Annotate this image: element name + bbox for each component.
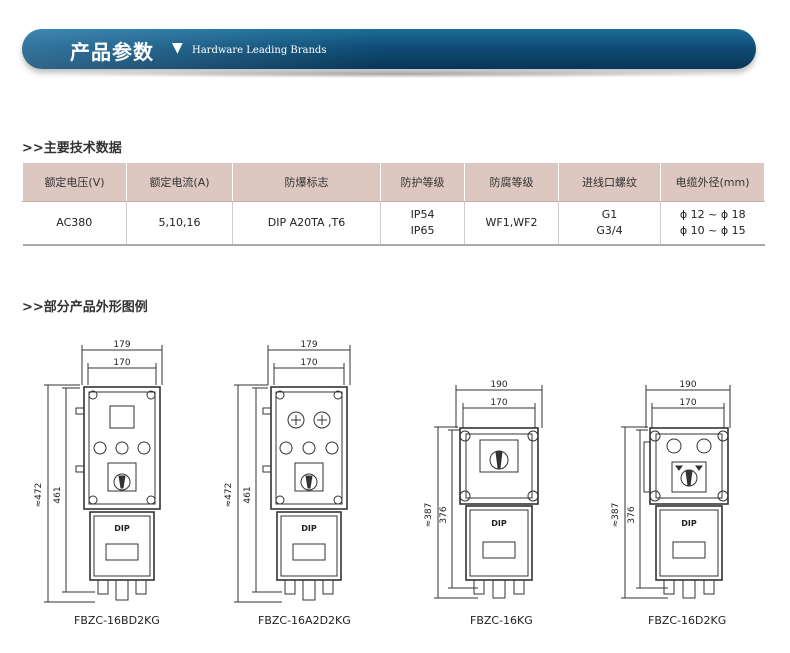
nameplate-label: DIP xyxy=(114,524,130,533)
dim-total-height: ≈472 xyxy=(224,483,234,508)
banner-highlight xyxy=(22,29,382,69)
dim-total-height: ≈387 xyxy=(424,503,434,528)
dim-inner-width: 170 xyxy=(113,358,130,368)
header-explosion-mark: 防爆标志 xyxy=(232,162,381,202)
spec-table: 额定电压(V) 额定电流(A) 防爆标志 防护等级 防腐等级 进线口螺纹 电缆外… xyxy=(22,162,765,246)
model-label: FBZC-16KG xyxy=(470,614,533,627)
dim-body-height: 376 xyxy=(439,506,449,523)
banner-title: 产品参数 xyxy=(70,40,154,64)
title-banner xyxy=(22,29,756,69)
banner-subtitle: Hardware Leading Brands xyxy=(192,45,327,56)
section-title-outline: >>部分产品外形图例 xyxy=(22,300,148,315)
dim-body-height: 461 xyxy=(53,486,63,503)
header-thread: 进线口螺纹 xyxy=(558,162,661,202)
dim-body-height: 461 xyxy=(243,486,253,503)
table-row: AC380 5,10,16 DIP A20TA ,T6 IP54 IP65 WF… xyxy=(22,201,765,246)
dim-total-height: ≈387 xyxy=(611,503,621,528)
dim-inner-width: 170 xyxy=(679,398,696,408)
header-protection: 防护等级 xyxy=(380,162,465,202)
dim-top-width: 190 xyxy=(679,380,696,390)
header-current: 额定电流(A) xyxy=(126,162,233,202)
cell-thread-line: G1 xyxy=(601,208,618,221)
cell-thread: G1 G3/4 xyxy=(558,201,661,246)
header-anticorrosion: 防腐等级 xyxy=(464,162,559,202)
drawing-fbzc-16kg: 190 170 ≈387 376 DIP xyxy=(424,380,543,599)
nameplate-label: DIP xyxy=(491,519,507,528)
dim-top-width: 179 xyxy=(113,340,130,350)
dim-inner-width: 170 xyxy=(300,358,317,368)
nameplate-label: DIP xyxy=(301,524,317,533)
model-label: FBZC-16A2D2KG xyxy=(258,614,351,627)
cell-cable-line: ϕ 10 ~ ϕ 15 xyxy=(679,224,746,237)
cell-current: 5,10,16 xyxy=(126,201,233,246)
cell-cable: ϕ 12 ~ ϕ 18 ϕ 10 ~ ϕ 15 xyxy=(660,201,765,246)
model-label: FBZC-16D2KG xyxy=(648,614,727,627)
dim-top-width: 179 xyxy=(300,340,317,350)
header-cable-diameter: 电缆外径(mm) xyxy=(660,162,765,202)
dim-inner-width: 170 xyxy=(490,398,507,408)
cell-protection-line: IP54 xyxy=(410,208,435,221)
cell-cable-line: ϕ 12 ~ ϕ 18 xyxy=(679,208,746,221)
dim-total-height: ≈472 xyxy=(34,483,44,508)
cell-protection-line: IP65 xyxy=(410,224,435,237)
nameplate-label: DIP xyxy=(681,519,697,528)
cell-protection: IP54 IP65 xyxy=(380,201,465,246)
outline-drawings: 179 170 ≈472 461 DIP 179 170 ≈472 461 xyxy=(34,340,731,603)
drawing-fbzc-16bd2kg: 179 170 ≈472 461 DIP xyxy=(34,340,163,603)
section-title-specs: >>主要技术数据 xyxy=(22,141,122,156)
dim-top-width: 190 xyxy=(490,380,507,390)
drawing-fbzc-16d2kg: 190 170 ≈387 376 DIP xyxy=(611,380,731,599)
cell-explosion-mark: DIP A20TA ,T6 xyxy=(232,201,381,246)
header-voltage: 额定电压(V) xyxy=(22,162,127,202)
table-header-row: 额定电压(V) 额定电流(A) 防爆标志 防护等级 防腐等级 进线口螺纹 电缆外… xyxy=(22,162,765,202)
cell-voltage: AC380 xyxy=(22,201,127,246)
banner-shadow xyxy=(60,70,730,78)
triangle-down-icon: ▼ xyxy=(172,40,183,56)
drawing-fbzc-16a2d2kg: 179 170 ≈472 461 DIP xyxy=(224,340,351,603)
cell-thread-line: G3/4 xyxy=(596,224,623,237)
model-label: FBZC-16BD2KG xyxy=(74,614,160,627)
dim-body-height: 376 xyxy=(627,506,637,523)
cell-anticorrosion: WF1,WF2 xyxy=(464,201,559,246)
